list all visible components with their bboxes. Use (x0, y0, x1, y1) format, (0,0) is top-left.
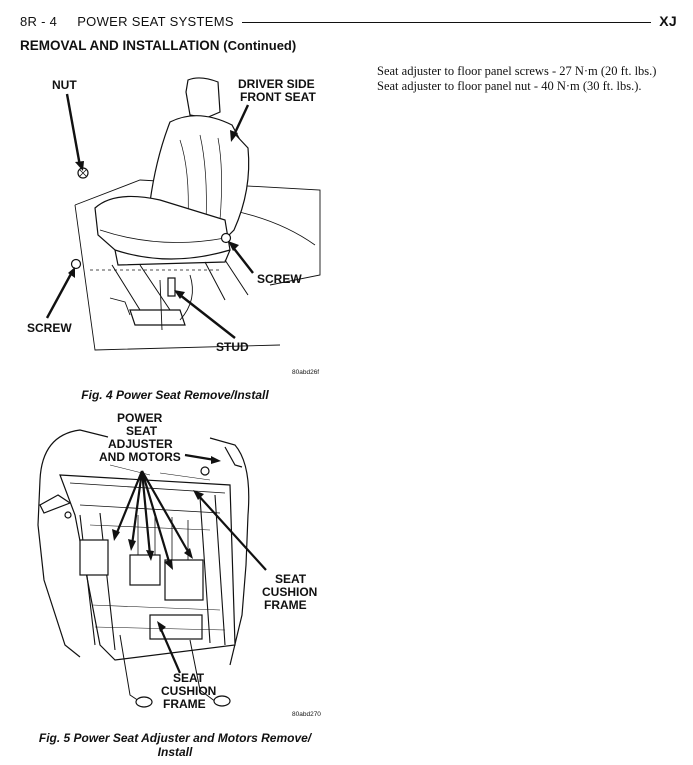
vehicle-code: XJ (659, 13, 677, 29)
section-heading: REMOVAL AND INSTALLATION (Continued) (20, 38, 296, 53)
page-header: 8R - 4 POWER SEAT SYSTEMS XJ (20, 10, 677, 32)
figure-5-caption-line2: Install (157, 745, 193, 759)
label-frame-right-line3: FRAME (264, 598, 307, 612)
torque-specs: Seat adjuster to floor panel screws - 27… (349, 64, 663, 94)
spec-nut: Seat adjuster to floor panel nut - 40 N·… (377, 79, 642, 93)
spec-screws: Seat adjuster to floor panel screws - 27… (377, 64, 657, 78)
label-frame-bottom-line1: SEAT (173, 671, 205, 685)
figure-5-caption-line1: Fig. 5 Power Seat Adjuster and Motors Re… (38, 731, 312, 745)
label-stud: STUD (216, 340, 249, 354)
page-number: 8R - 4 (20, 13, 58, 29)
figure-4-caption: Fig. 4 Power Seat Remove/Install (81, 388, 269, 402)
figure-5-illustration: POWER SEAT ADJUSTER AND MOTORS SEAT CUSH… (37, 411, 321, 718)
label-adjuster-line2: SEAT (126, 424, 158, 438)
figure-5-code: 80abd270 (292, 711, 321, 718)
label-driver-seat-line2: FRONT SEAT (240, 90, 316, 104)
section-heading-title: REMOVAL AND INSTALLATION (20, 38, 220, 53)
label-screw-left: SCREW (27, 321, 72, 335)
figure-5-caption: Fig. 5 Power Seat Adjuster and Motors Re… (20, 731, 330, 759)
section-heading-suffix: (Continued) (223, 38, 297, 53)
label-frame-right-line2: CUSHION (262, 585, 317, 599)
label-frame-bottom-line3: FRAME (163, 697, 206, 711)
label-screw-right: SCREW (257, 272, 302, 286)
figure-5: POWER SEAT ADJUSTER AND MOTORS SEAT CUSH… (20, 405, 340, 723)
figure-4: NUT DRIVER SIDE FRONT SEAT SCREW SCREW S… (20, 70, 340, 382)
label-frame-bottom-line2: CUSHION (161, 684, 216, 698)
label-adjuster-line4: AND MOTORS (99, 450, 181, 464)
label-nut: NUT (52, 78, 77, 92)
label-adjuster-line3: ADJUSTER (108, 437, 173, 451)
label-adjuster-line1: POWER (117, 411, 163, 425)
figure-4-code: 80abd26f (292, 369, 319, 376)
label-driver-seat-line1: DRIVER SIDE (238, 77, 315, 91)
section-title: POWER SEAT SYSTEMS (77, 13, 234, 29)
figure-4-illustration: NUT DRIVER SIDE FRONT SEAT SCREW SCREW S… (27, 77, 321, 376)
header-rule (241, 21, 652, 23)
label-frame-right-line1: SEAT (275, 572, 307, 586)
